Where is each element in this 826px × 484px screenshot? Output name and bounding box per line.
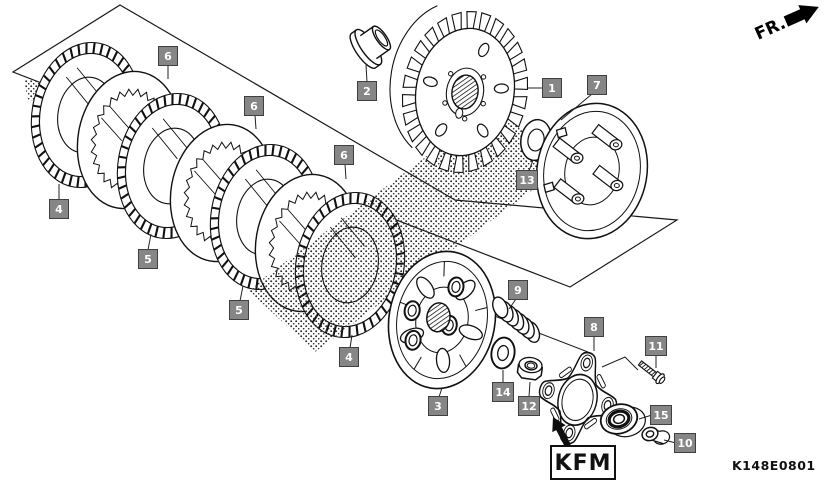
callout-number: 4 (345, 351, 353, 364)
callout-box (339, 347, 359, 367)
bolt-path-line (601, 356, 639, 371)
clutch-center (387, 250, 497, 390)
flange-bolt (637, 360, 666, 385)
callout-number: 15 (653, 409, 668, 422)
callout-9: 9 (508, 280, 528, 310)
callout-box (158, 46, 178, 66)
callout-10: 10 (663, 433, 696, 453)
callout-6: 6 (334, 145, 354, 180)
callout-number: 7 (593, 79, 601, 92)
callout-number: 5 (235, 304, 243, 317)
clutch-outer-basket (389, 5, 529, 173)
callout-box (334, 145, 354, 165)
ball-bearing (599, 403, 646, 438)
callout-number: 14 (495, 386, 511, 399)
diagram-code: K148E0801 (732, 458, 816, 473)
callout-14: 14 (492, 370, 514, 402)
callout-box (49, 199, 69, 219)
pressure-plate (535, 102, 649, 240)
callout-box (518, 396, 540, 416)
callout-box (244, 96, 264, 116)
leader-line (638, 414, 653, 420)
callout-number: 13 (519, 174, 534, 187)
callout-number: 6 (340, 149, 348, 162)
callout-box (229, 300, 249, 320)
callout-number: 2 (363, 85, 371, 98)
leader-line (344, 163, 347, 180)
guide-bushing (349, 25, 392, 69)
callout-number: 10 (677, 437, 693, 450)
callout-number: 8 (590, 321, 598, 334)
callout-box (357, 81, 377, 101)
callout-number: 1 (548, 82, 556, 95)
callout-7: 7 (560, 75, 607, 121)
callout-11: 11 (645, 336, 667, 368)
end-collar (641, 426, 671, 445)
kfm-arrow-icon (552, 417, 571, 448)
callout-number: 3 (434, 400, 442, 413)
callout-6: 6 (244, 96, 264, 130)
callout-box (584, 317, 604, 337)
leader-line (254, 114, 257, 130)
callout-1: 1 (528, 78, 562, 98)
callout-number: 4 (55, 203, 63, 216)
callout-number: 6 (164, 50, 172, 63)
callout-4: 4 (49, 184, 69, 219)
lock-nut (516, 356, 544, 381)
fr-indicator: FR. (752, 5, 819, 45)
callout-15: 15 (638, 405, 672, 425)
kfm-box (550, 445, 616, 480)
spring-washer (490, 336, 516, 370)
callout-box (492, 382, 514, 402)
leader-line (349, 334, 353, 349)
callout-box (674, 433, 696, 453)
callout-box (645, 336, 667, 356)
callout-5: 5 (138, 233, 158, 269)
callout-box (650, 405, 672, 425)
leader-line (239, 285, 244, 302)
lifter-plate (538, 351, 618, 445)
callout-5: 5 (229, 285, 249, 320)
leader-line (147, 233, 152, 251)
callout-box (508, 280, 528, 300)
leader-line (560, 93, 593, 121)
callout-3: 3 (428, 387, 448, 416)
variant-code-label: KFM (555, 451, 612, 476)
callout-13: 13 (516, 159, 538, 190)
callout-box (542, 78, 562, 98)
leader-line (508, 298, 517, 310)
callout-number: 5 (144, 253, 152, 266)
leader-line (438, 387, 443, 398)
callout-number: 11 (648, 340, 663, 353)
callout-box (428, 396, 448, 416)
callout-number: 12 (521, 400, 536, 413)
callout-2: 2 (357, 64, 377, 101)
leader-line (528, 381, 531, 398)
leader-line (365, 64, 368, 83)
callout-box (138, 249, 158, 269)
callout-number: 6 (250, 100, 258, 113)
leader-line (528, 159, 534, 172)
callout-4: 4 (339, 334, 359, 367)
callout-number: 9 (514, 284, 522, 297)
kfm-callout: KFM (550, 417, 616, 480)
callout-box (587, 75, 607, 95)
callout-8: 8 (584, 317, 604, 351)
fr-arrow-icon (783, 5, 819, 27)
clutch-spring (492, 296, 541, 344)
fr-label: FR. (752, 13, 789, 44)
callout-6: 6 (158, 46, 178, 79)
callout-box (516, 170, 538, 190)
callout-12: 12 (518, 381, 540, 416)
